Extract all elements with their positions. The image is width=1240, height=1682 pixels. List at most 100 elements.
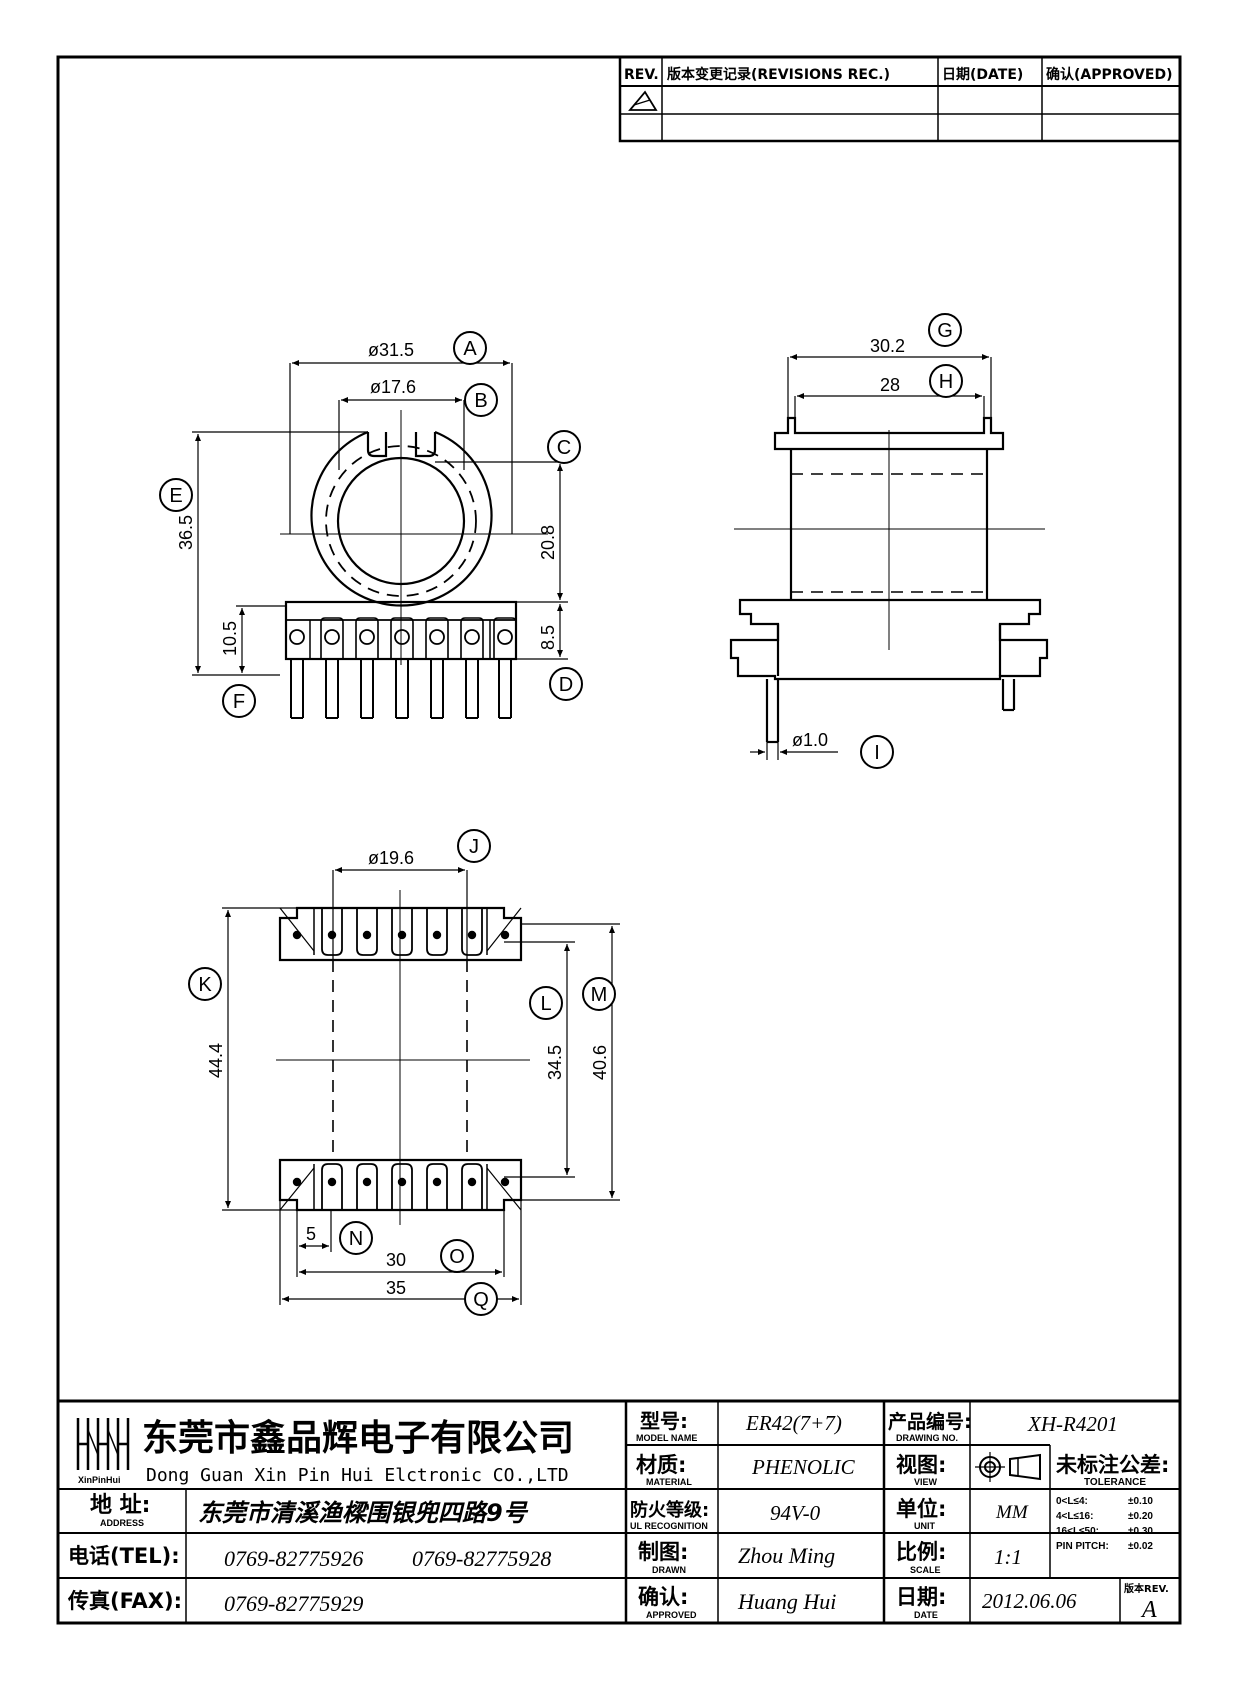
rev-header: REV. — [624, 67, 659, 83]
model-label-en: MODEL NAME — [636, 1433, 697, 1443]
bottom-pin — [426, 1163, 448, 1210]
front-view-centerlines — [280, 410, 548, 665]
approved-value: Huang Hui — [737, 1589, 836, 1614]
model-label: 型号: — [640, 1409, 688, 1433]
tel-value-2: 0769-82775928 — [412, 1546, 551, 1571]
dim-L-value: 34.5 — [545, 1045, 565, 1080]
callout-m: M — [582, 977, 616, 1011]
bottom-pin — [356, 908, 378, 956]
ul-value: 94V-0 — [770, 1501, 821, 1525]
svg-text:C: C — [557, 437, 571, 459]
logo-text: XinPinHui — [78, 1475, 121, 1485]
bottom-pin — [391, 908, 413, 956]
svg-text:H: H — [939, 371, 953, 393]
bottom-view-pins-top — [279, 907, 522, 956]
rev-label: 版本REV. — [1124, 1582, 1169, 1595]
callout-k: K — [188, 967, 222, 1001]
bottom-pin — [321, 908, 343, 956]
scale-label-en: SCALE — [910, 1565, 941, 1575]
projection-symbol-icon — [975, 1452, 1041, 1482]
title-block-grid — [58, 1399, 1180, 1623]
dim-O-value: 30 — [386, 1250, 406, 1270]
front-view-dimensions — [192, 360, 568, 676]
dim-N-value: 5 — [306, 1224, 316, 1244]
sheet-border — [56, 55, 1182, 1625]
tolerance-value: ±0.02 — [1128, 1541, 1153, 1552]
company-name-cn: 东莞市鑫品辉电子有限公司 — [142, 1418, 574, 1459]
svg-text:J: J — [469, 836, 479, 858]
fax-label: 传真(FAX): — [67, 1589, 182, 1613]
scale-label: 比例: — [896, 1540, 946, 1564]
svg-text:G: G — [937, 320, 953, 342]
tel-value-1: 0769-82775926 — [224, 1546, 363, 1571]
address-label-en: ADDRESS — [100, 1518, 144, 1528]
bottom-pin — [279, 907, 315, 955]
front-pin — [320, 617, 344, 719]
dim-J-value: ø19.6 — [368, 848, 414, 868]
dim-Q-value: 35 — [386, 1278, 406, 1298]
drawing-no-value: XH-R4201 — [1027, 1412, 1118, 1436]
ul-label: 防火等级: — [630, 1499, 709, 1521]
front-pin — [390, 617, 414, 719]
bottom-pin — [426, 908, 448, 956]
callout-f: F — [222, 684, 256, 718]
revisions-header: 版本变更记录(REVISIONS REC.) — [667, 66, 890, 83]
dim-H-value: 28 — [880, 375, 900, 395]
svg-text:K: K — [198, 974, 212, 996]
view-label-en: VIEW — [914, 1477, 938, 1487]
revision-table — [618, 55, 1182, 143]
callout-h: H — [929, 364, 963, 398]
side-view-centerlines — [734, 430, 1045, 650]
drawn-label-en: DRAWN — [652, 1565, 686, 1575]
front-pin — [425, 617, 449, 719]
front-view-pins — [289, 617, 517, 719]
dim-F-value: 10.5 — [220, 621, 240, 656]
date-value: 2012.06.06 — [982, 1589, 1077, 1613]
svg-text:B: B — [474, 390, 487, 412]
svg-text:O: O — [449, 1246, 465, 1268]
svg-text:F: F — [233, 691, 245, 713]
dim-A-value: ø31.5 — [368, 340, 414, 360]
bottom-pin — [356, 1163, 378, 1210]
callout-e: E — [159, 478, 193, 512]
tolerance-value: ±0.10 — [1128, 1496, 1153, 1507]
bottom-pin — [461, 908, 483, 956]
dim-K-value: 44.4 — [206, 1043, 226, 1078]
view-label: 视图: — [896, 1453, 946, 1477]
bottom-pin — [391, 1163, 413, 1210]
unit-value: MM — [995, 1502, 1029, 1523]
dim-I-value: ø1.0 — [792, 730, 828, 750]
svg-text:Q: Q — [473, 1289, 489, 1311]
svg-text:L: L — [540, 993, 551, 1015]
front-pin — [289, 629, 305, 719]
material-label: 材质: — [636, 1453, 686, 1477]
callout-j: J — [457, 829, 491, 863]
dim-C-value: 20.8 — [538, 525, 558, 560]
approved-header: 确认(APPROVED) — [1046, 66, 1172, 83]
dim-D-value: 8.5 — [538, 625, 558, 650]
tel-label: 电话(TEL): — [68, 1544, 180, 1568]
revision-triangle-icon — [628, 90, 658, 111]
bottom-pin — [279, 1164, 315, 1211]
scale-value: 1:1 — [994, 1545, 1022, 1569]
bottom-pin — [486, 907, 522, 955]
drawn-value: Zhou Ming — [738, 1543, 835, 1568]
callout-i: I — [860, 735, 894, 769]
material-label-en: MATERIAL — [646, 1477, 692, 1487]
svg-text:D: D — [559, 674, 573, 696]
company-name-en: Dong Guan Xin Pin Hui Elctronic CO.,LTD — [146, 1465, 569, 1486]
svg-text:I: I — [874, 742, 880, 764]
approved-label-en: APPROVED — [646, 1610, 697, 1620]
tolerance-value: ±0.30 — [1128, 1526, 1153, 1537]
date-header: 日期(DATE) — [942, 67, 1023, 83]
bottom-view-centerlines — [276, 890, 530, 1225]
svg-text:A: A — [463, 338, 477, 360]
material-value: PHENOLIC — [751, 1455, 856, 1479]
callout-o: O — [440, 1239, 474, 1273]
fax-value: 0769-82775929 — [224, 1591, 363, 1616]
rev-value: A — [1140, 1597, 1157, 1623]
dim-B-value: ø17.6 — [370, 377, 416, 397]
front-pin — [460, 617, 484, 719]
callout-c: C — [547, 430, 581, 464]
